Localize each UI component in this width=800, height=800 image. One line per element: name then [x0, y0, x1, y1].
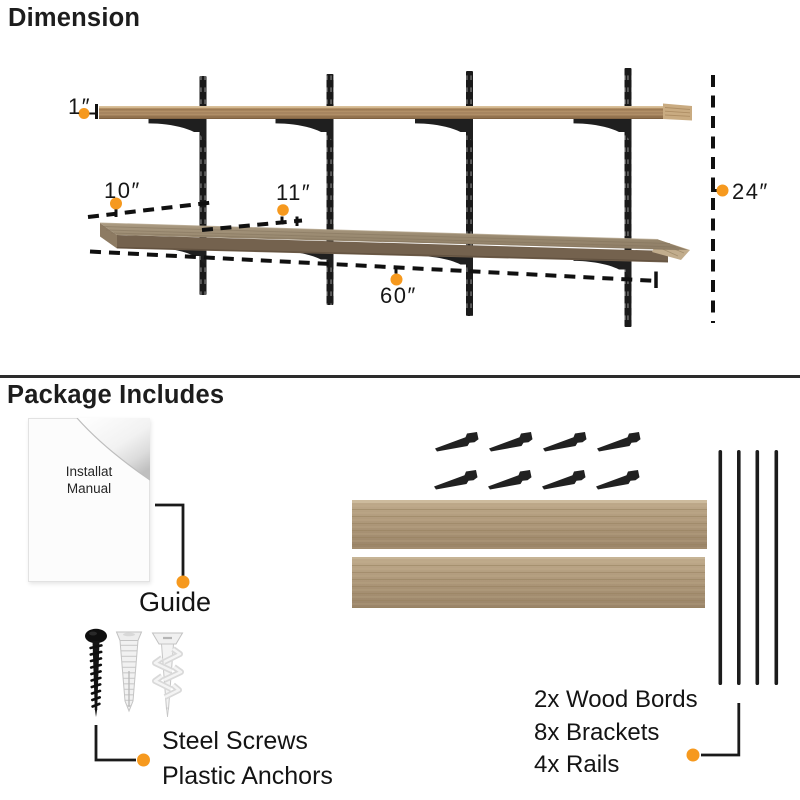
dim-label-bottom-depth: 11″: [276, 180, 311, 205]
package-bracket-3: [543, 432, 587, 452]
dim-dot-height: [716, 184, 729, 197]
guide-connector-line: [155, 503, 185, 576]
rails-dot: [686, 748, 700, 762]
page-curl-icon: [76, 418, 150, 481]
dim-dot-bottom-depth: [277, 204, 289, 216]
package-bracket-6: [488, 470, 532, 490]
package-bracket-2: [489, 432, 533, 452]
package-bracket-7: [542, 470, 586, 490]
package-bracket-5: [434, 470, 478, 490]
screws-label: Steel Screws: [162, 727, 308, 755]
package-section: Package Includes: [0, 375, 800, 800]
dim-label-thickness: 1″: [68, 94, 91, 119]
package-section-title: Package Includes: [7, 381, 225, 409]
dim-line-bottom-depth: [201, 218, 303, 232]
rails-connector-line: [701, 703, 741, 757]
plastic-anchor-icon-1: [115, 631, 143, 713]
top-shelf-bracket-2: [275, 119, 334, 142]
package-rail-1: [718, 450, 723, 685]
manual-text: Installat Manual: [29, 463, 149, 497]
contents-item-rails: 4x Rails: [534, 751, 620, 778]
dim-dot-top-depth: [110, 197, 122, 210]
package-bracket-8: [596, 470, 640, 490]
guide-dot: [176, 575, 190, 589]
top-shelf-board: [99, 103, 692, 121]
dim-dot-thickness: [78, 108, 90, 119]
dim-label-top-depth: 10″: [104, 178, 141, 203]
dim-line-top-depth: [87, 200, 217, 219]
bottom-shelf-board: [99, 222, 690, 263]
top-shelf-bracket-4: [573, 119, 632, 142]
top-shelf-bracket-3: [415, 119, 473, 142]
screws-dot: [137, 753, 150, 767]
package-board-1: [352, 500, 707, 549]
anchors-label: Plastic Anchors: [162, 762, 333, 790]
guide-label: Guide: [139, 587, 212, 617]
package-rail-2: [737, 450, 741, 685]
dim-label-width: 60″: [380, 283, 417, 308]
package-rail-3: [755, 450, 760, 685]
top-shelf-bracket-1: [148, 119, 207, 142]
contents-item-boards: 2x Wood Bords: [534, 686, 698, 713]
package-bracket-1: [435, 432, 479, 452]
dimension-section-title: Dimension: [8, 4, 141, 32]
plastic-anchor-icon-2: [151, 632, 184, 718]
contents-list: 2x Wood Bords 8x Brackets 4x Rails: [534, 684, 698, 782]
package-bracket-4: [597, 432, 641, 452]
package-board-2: [352, 557, 705, 608]
dim-label-height: 24″: [732, 179, 769, 204]
manual-page: Installat Manual: [28, 418, 150, 582]
package-contents-graphics: [85, 432, 779, 767]
manual-text-line2: Manual: [66, 481, 112, 496]
dimension-diagram: 1″ 10″ 11″ 60″ 24″: [68, 68, 769, 327]
screws-connector-line: [94, 725, 136, 762]
manual-text-line1: Installat: [65, 464, 113, 479]
package-rail-4: [774, 450, 779, 685]
contents-item-brackets: 8x Brackets: [534, 718, 660, 746]
dim-dot-width: [390, 273, 403, 286]
section-divider: [0, 375, 800, 378]
steel-screw-icon: [85, 628, 107, 717]
